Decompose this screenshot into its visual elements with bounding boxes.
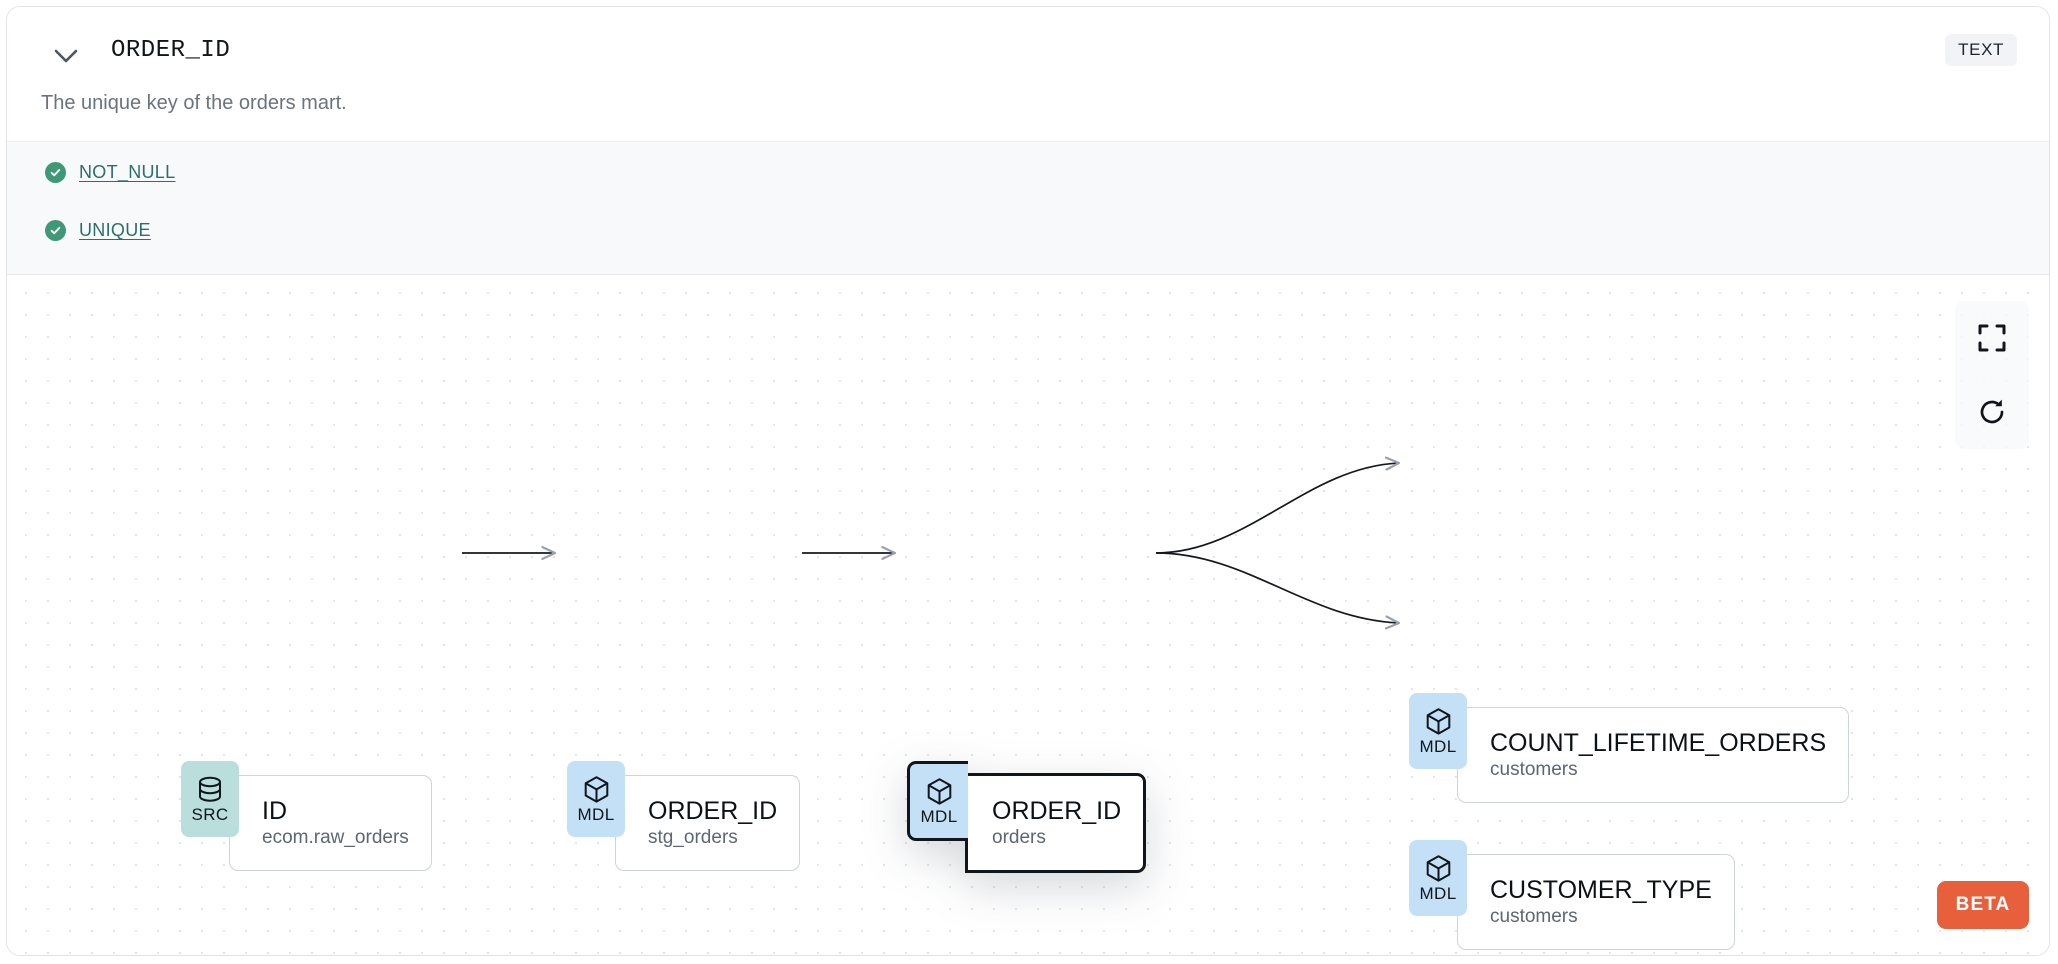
node-column-name: CUSTOMER_TYPE — [1490, 875, 1712, 904]
cube-icon — [1424, 854, 1453, 884]
node-model-name: orders — [992, 826, 1046, 848]
test-row: UNIQUE — [45, 220, 151, 241]
tests-section: NOT_NULL UNIQUE — [7, 141, 2049, 275]
check-circle-icon — [45, 220, 66, 241]
edge-orders-to-count — [1155, 463, 1399, 554]
data-type-badge: TEXT — [1945, 34, 2017, 66]
cube-icon — [925, 777, 954, 807]
fit-screen-icon — [1977, 323, 2007, 353]
lineage-node-count-lifetime-orders[interactable]: MDL COUNT_LIFETIME_ORDERS customers — [1409, 693, 1850, 803]
lineage-node-src-id[interactable]: SRC ID ecom.raw_orders — [181, 761, 432, 871]
node-kind-badge-src: SRC — [181, 761, 239, 837]
beta-badge[interactable]: BETA — [1937, 881, 2029, 929]
lineage-edges — [462, 275, 2049, 955]
lineage-canvas[interactable]: SRC ID ecom.raw_orders — [7, 275, 2049, 955]
node-kind-badge-mdl: MDL — [1409, 840, 1467, 916]
node-model-name: ecom.raw_orders — [262, 826, 409, 848]
node-model-name: customers — [1490, 758, 1578, 780]
node-kind-label: MDL — [1419, 737, 1457, 756]
node-kind-label: MDL — [920, 807, 958, 826]
node-kind-badge-mdl: MDL — [1409, 693, 1467, 769]
column-description: The unique key of the orders mart. — [41, 92, 347, 114]
node-body: ORDER_ID orders — [965, 773, 1147, 873]
node-body: ORDER_ID stg_orders — [615, 775, 801, 871]
node-column-name: COUNT_LIFETIME_ORDERS — [1490, 728, 1827, 757]
canvas-controls — [1955, 301, 2029, 449]
node-kind-label: MDL — [577, 805, 615, 824]
chevron-down-icon[interactable] — [49, 39, 83, 73]
node-kind-badge-mdl: MDL — [907, 761, 968, 841]
lineage-node-customer-type[interactable]: MDL CUSTOMER_TYPE customers — [1409, 840, 1735, 950]
panel-header: ORDER_ID TEXT The unique key of the orde… — [7, 7, 2049, 119]
refresh-icon — [1977, 397, 2007, 427]
node-kind-badge-mdl: MDL — [567, 761, 625, 837]
node-model-name: stg_orders — [648, 826, 738, 848]
node-kind-label: SRC — [191, 805, 229, 824]
check-circle-icon — [45, 162, 66, 183]
test-link-unique[interactable]: UNIQUE — [79, 220, 151, 240]
page-title: ORDER_ID — [111, 37, 231, 64]
cube-icon — [582, 775, 611, 805]
test-row: NOT_NULL — [45, 162, 175, 183]
node-body: ID ecom.raw_orders — [229, 775, 432, 871]
column-detail-panel: ORDER_ID TEXT The unique key of the orde… — [6, 6, 2050, 956]
node-model-name: customers — [1490, 905, 1578, 927]
node-kind-label: MDL — [1419, 884, 1457, 903]
refresh-button[interactable] — [1955, 375, 2029, 449]
node-body: CUSTOMER_TYPE customers — [1457, 854, 1735, 950]
node-column-name: ORDER_ID — [992, 796, 1122, 825]
lineage-node-stg-orders[interactable]: MDL ORDER_ID stg_orders — [567, 761, 801, 871]
cube-icon — [1424, 707, 1453, 737]
database-icon — [196, 775, 224, 805]
node-column-name: ID — [262, 796, 287, 825]
node-body: COUNT_LIFETIME_ORDERS customers — [1457, 707, 1850, 803]
test-link-not-null[interactable]: NOT_NULL — [79, 162, 176, 182]
edge-orders-to-customer-type — [1155, 552, 1399, 623]
lineage-node-orders-selected[interactable]: MDL ORDER_ID orders — [907, 761, 1147, 873]
node-column-name: ORDER_ID — [648, 796, 778, 825]
fit-view-button[interactable] — [1955, 301, 2029, 375]
